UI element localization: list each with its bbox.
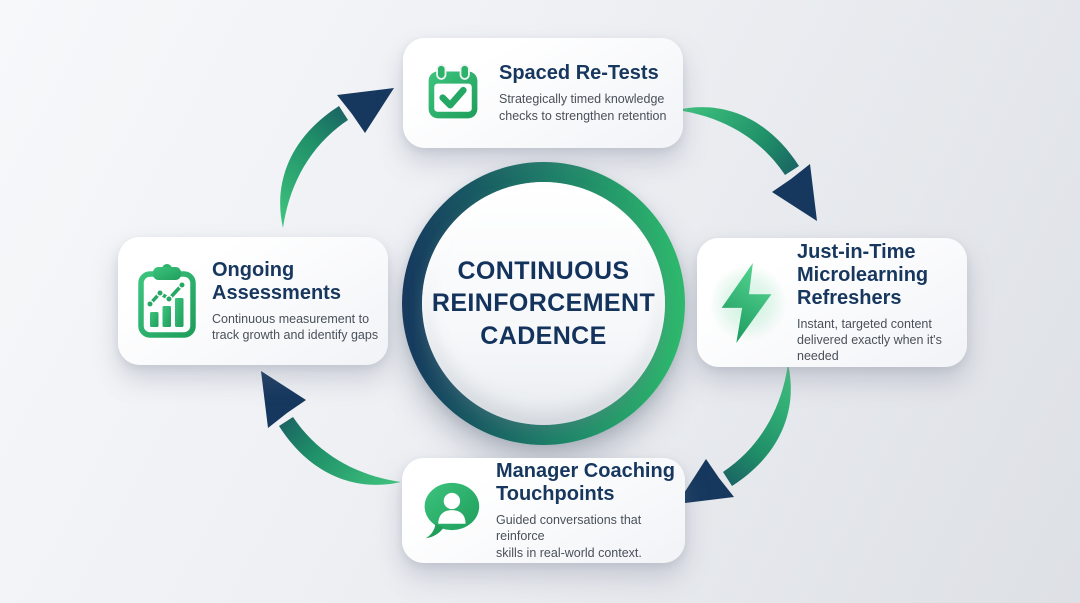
card-description: Continuous measurement to track growth a… — [212, 311, 379, 342]
card-just-in-time-microlearning-refreshers: Just-in-Time Microlearning Refreshers In… — [697, 238, 967, 367]
cycle-ring: CONTINUOUS REINFORCEMENT CADENCE — [402, 162, 685, 445]
cycle-arrow-bottom-to-left — [261, 371, 401, 485]
card-ongoing-assessments: Ongoing Assessments Continuous measureme… — [118, 237, 388, 365]
calendar-check-icon — [423, 63, 483, 123]
card-title: Just-in-Time Microlearning Refreshers — [797, 240, 929, 309]
card-spaced-re-tests: Spaced Re-Tests Strategically timed know… — [403, 38, 683, 148]
card-title: Ongoing Assessments — [212, 258, 341, 304]
card-title: Spaced Re-Tests — [499, 62, 659, 85]
card-description: Strategically timed knowledge checks to … — [499, 92, 667, 123]
lightning-icon — [707, 258, 789, 348]
card-title: Manager Coaching Touchpoints — [496, 460, 675, 506]
card-manager-coaching-touchpoints: Manager Coaching Touchpoints Guided conv… — [402, 458, 685, 563]
card-description: Instant, targeted content delivered exac… — [797, 316, 942, 364]
cycle-arrow-right-to-bottom — [677, 364, 791, 504]
clipboard-chart-icon — [136, 263, 198, 339]
cycle-arrow-top-to-right — [677, 107, 817, 221]
card-description: Guided conversations that reinforce skil… — [496, 513, 642, 560]
chat-person-icon — [420, 481, 482, 541]
cycle-center-circle: CONTINUOUS REINFORCEMENT CADENCE — [422, 182, 665, 425]
cycle-center-title: CONTINUOUS REINFORCEMENT CADENCE — [431, 256, 656, 350]
cycle-arrow-left-to-top — [280, 88, 394, 228]
